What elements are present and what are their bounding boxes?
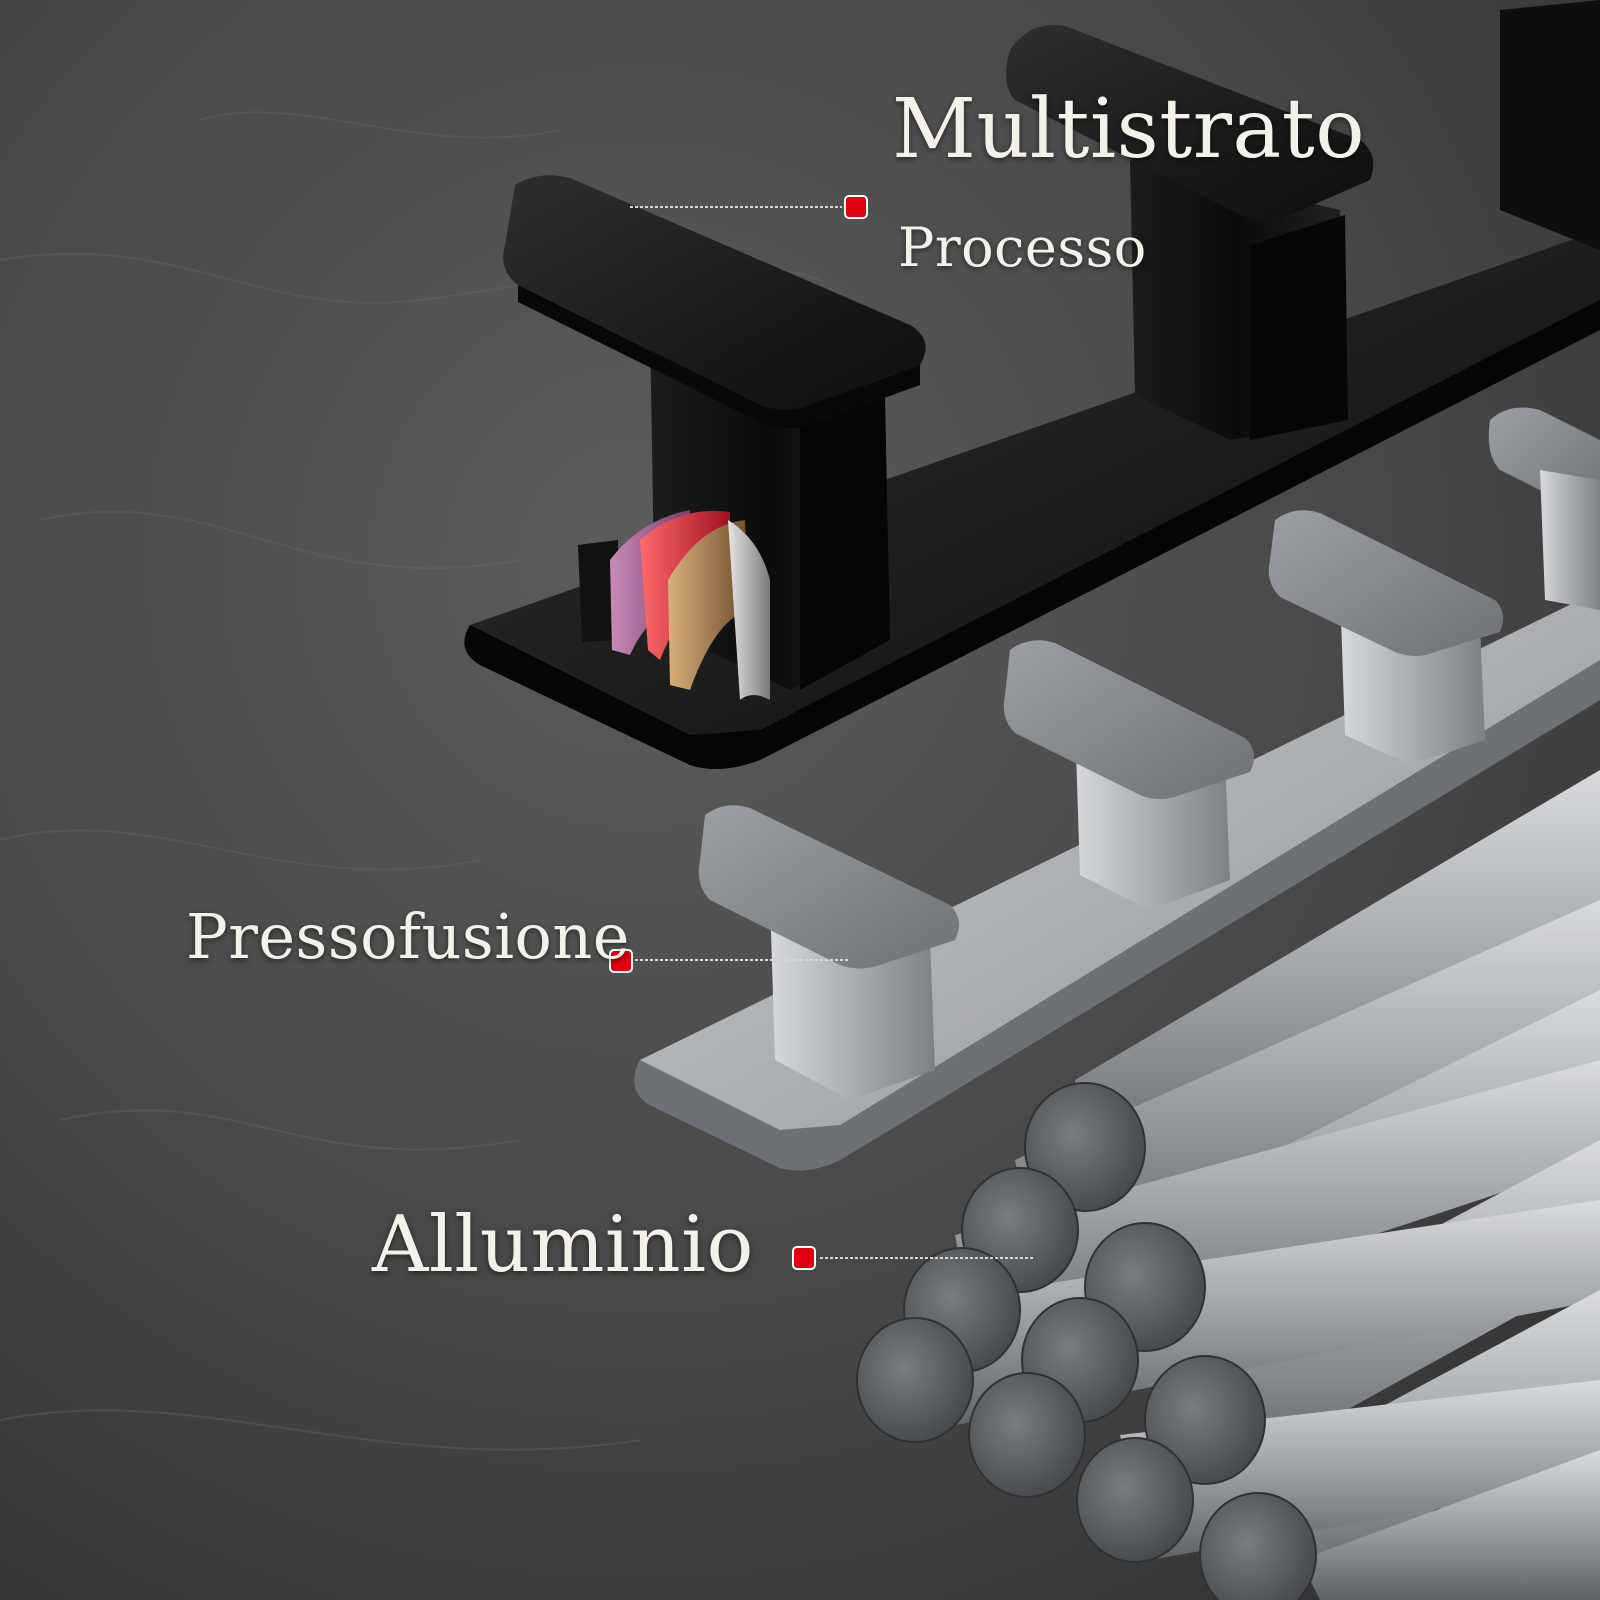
aluminum-hook-back <box>1488 407 1600 610</box>
caption-pressofusione: Pressofusione <box>186 900 630 973</box>
marker-pressofusione <box>609 949 633 973</box>
marker-alluminio <box>792 1246 816 1270</box>
black-hook-middle <box>1006 25 1374 440</box>
rod-end <box>1199 1492 1317 1600</box>
aluminum-hook-third <box>1268 510 1504 765</box>
aluminum-hook-second <box>1003 640 1254 910</box>
marker-multistrato <box>844 195 868 219</box>
rod-end <box>856 1317 974 1443</box>
rod-end <box>1144 1355 1266 1485</box>
caption-processo: Processo <box>898 216 1147 279</box>
callouts <box>609 195 1035 1270</box>
caption-multistrato: Multistrato <box>892 82 1366 177</box>
rod-end <box>1076 1437 1194 1563</box>
aluminum-hook-rail <box>634 407 1600 1171</box>
aluminum-hook-front <box>698 805 959 1100</box>
caption-alluminio: Alluminio <box>372 1200 755 1290</box>
black-hook-back <box>1500 0 1600 250</box>
rod-end <box>968 1372 1086 1498</box>
multilayer-cutaway <box>578 510 770 700</box>
aluminum-rods <box>856 770 1600 1600</box>
rod-ends <box>856 1082 1317 1600</box>
black-hook-rail <box>464 0 1600 769</box>
rod-end <box>1024 1082 1146 1212</box>
